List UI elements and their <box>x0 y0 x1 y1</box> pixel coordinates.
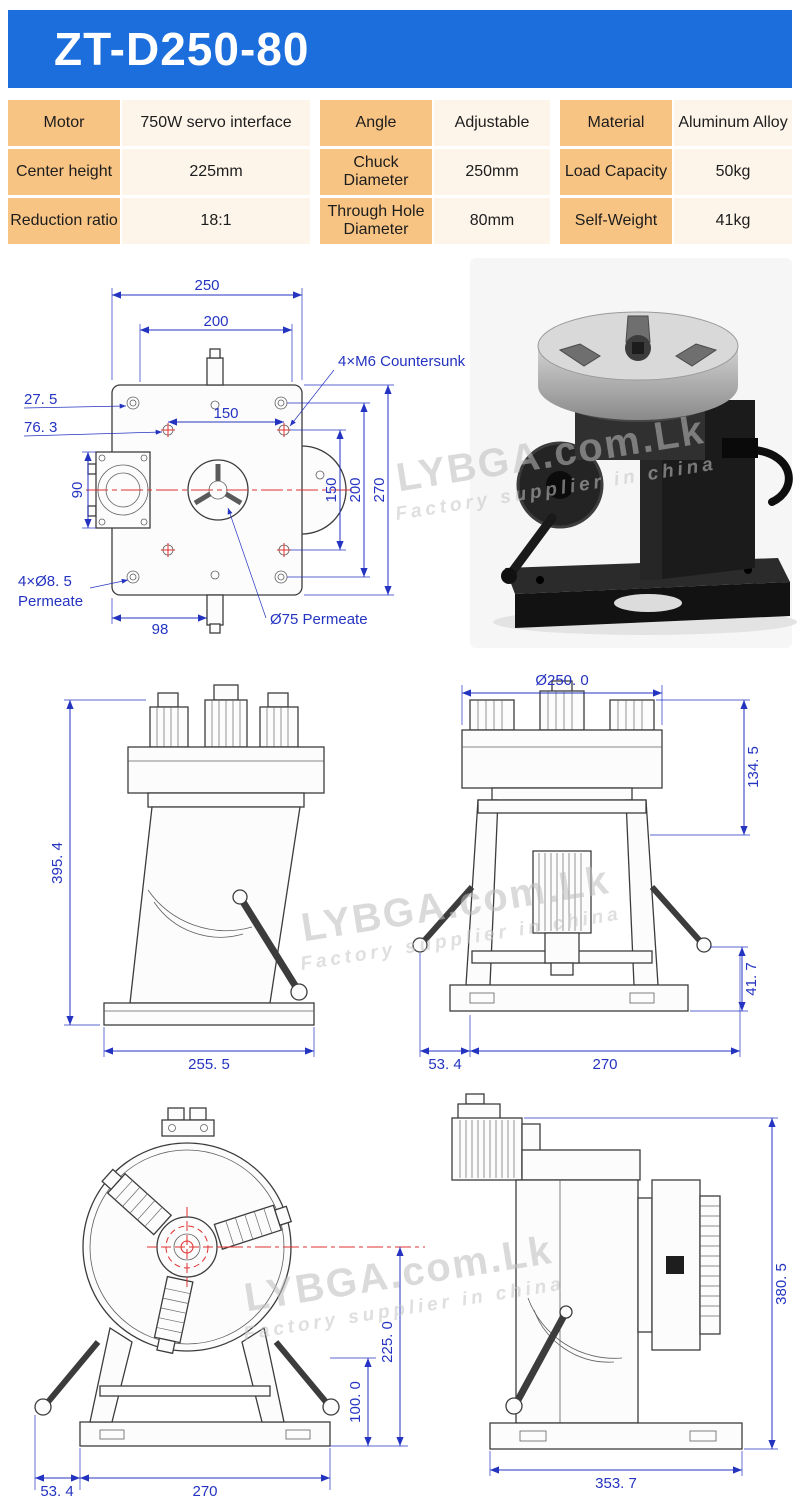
dim-edge-offset: 27. 5 <box>24 391 57 408</box>
spec-label: Motor <box>8 100 120 146</box>
spec-pair: Load Capacity 50kg <box>560 149 792 195</box>
dim-stem-offset: 98 <box>152 621 169 638</box>
spec-value: Adjustable <box>434 100 550 146</box>
dim-base-width: 270 <box>592 1056 617 1073</box>
faceplate-drawing-and-photo-panel: 250 200 27. 5 76. 3 150 90 98 150 200 27… <box>18 258 797 648</box>
front-view-drawing: Ø250. 0 134. 5 41. 7 53. 4 270 <box>412 672 762 1073</box>
spec-value: Aluminum Alloy <box>674 100 792 146</box>
spec-table: Motor 750W servo interface Angle Adjusta… <box>8 100 792 244</box>
spec-pair: Center height 225mm <box>8 149 310 195</box>
dim-width-outer: 250 <box>194 277 219 294</box>
dim-total-length: 353. 7 <box>595 1475 637 1492</box>
orthographic-views-panel: 395. 4 255. 5 Ø250. 0 134. <box>49 672 762 1073</box>
dimension-lines <box>23 288 394 624</box>
spec-pair: Angle Adjustable <box>320 100 550 146</box>
through-hole-spokes <box>193 464 243 506</box>
spec-value: 41kg <box>674 198 792 244</box>
chuck-jaws <box>558 315 718 367</box>
spec-row: Center height 225mm Chuck Diameter 250mm… <box>8 149 792 195</box>
dim-plate-height: 270 <box>371 477 388 502</box>
spec-label: Angle <box>320 100 432 146</box>
dim-hole-offset: 76. 3 <box>24 419 57 436</box>
dim-foot-offset: 53. 4 <box>40 1483 73 1500</box>
dim-total-height: 395. 4 <box>49 842 66 884</box>
dim-total-height: 380. 5 <box>773 1263 790 1305</box>
spec-label: Chuck Diameter <box>320 149 432 195</box>
spec-value: 50kg <box>674 149 792 195</box>
side-view-drawing: 395. 4 255. 5 <box>49 684 325 1073</box>
jaw <box>101 1168 173 1236</box>
jaw <box>213 1204 293 1250</box>
product-title: ZT-D250-80 <box>54 23 310 75</box>
spec-pair: Chuck Diameter 250mm <box>320 149 550 195</box>
jaw <box>153 1275 194 1355</box>
dim-flange-height: 90 <box>69 482 86 499</box>
callout-bolt-1: 4×Ø8. 5 <box>18 573 72 590</box>
spec-value: 250mm <box>434 149 550 195</box>
spec-label: Self-Weight <box>560 198 672 244</box>
dim-base-width: 270 <box>192 1483 217 1500</box>
spec-value: 750W servo interface <box>122 100 310 146</box>
faceplate-front-drawing: 250 200 27. 5 76. 3 150 90 98 150 200 27… <box>18 277 498 638</box>
dim-center-height: 225. 0 <box>379 1321 396 1363</box>
spec-pair: Self-Weight 41kg <box>560 198 792 244</box>
product-photo <box>470 258 797 648</box>
dim-body-width: 255. 5 <box>188 1056 230 1073</box>
rotated-views-panel: 53. 4 270 100. 0 225. 0 380. 5 <box>34 1093 790 1500</box>
side-view-with-motor: 380. 5 353. 7 <box>451 1093 790 1492</box>
dim-row-spacing-v: 200 <box>347 477 364 502</box>
callout-bolt-2: Permeate <box>18 593 83 610</box>
spec-label: Reduction ratio <box>8 198 120 244</box>
dim-hole-spacing-h: 150 <box>213 405 238 422</box>
dim-chuck-dia: Ø250. 0 <box>535 672 588 689</box>
dim-base-gap: 41. 7 <box>743 962 760 995</box>
spec-label: Material <box>560 100 672 146</box>
title-banner: ZT-D250-80 <box>8 10 792 88</box>
power-cable <box>751 446 793 506</box>
spec-row: Motor 750W servo interface Angle Adjusta… <box>8 100 792 146</box>
spec-label: Through Hole Diameter <box>320 198 432 244</box>
spec-pair: Reduction ratio 18:1 <box>8 198 310 244</box>
spec-pair: Material Aluminum Alloy <box>560 100 792 146</box>
spec-row: Reduction ratio 18:1 Through Hole Diamet… <box>8 198 792 244</box>
spec-label: Load Capacity <box>560 149 672 195</box>
faceplate-circular-view: 53. 4 270 100. 0 225. 0 <box>34 1107 425 1500</box>
spec-pair: Through Hole Diameter 80mm <box>320 198 550 244</box>
dim-pivot-height: 100. 0 <box>347 1381 364 1423</box>
callout-m6: 4×M6 Countersunk hole <box>338 353 498 370</box>
dim-foot-offset: 53. 4 <box>428 1056 461 1073</box>
spec-value: 225mm <box>122 149 310 195</box>
spec-value: 80mm <box>434 198 550 244</box>
spec-label: Center height <box>8 149 120 195</box>
dim-chuck-height: 134. 5 <box>745 746 762 788</box>
dim-width-inner: 200 <box>203 313 228 330</box>
spec-value: 18:1 <box>122 198 310 244</box>
spec-pair: Motor 750W servo interface <box>8 100 310 146</box>
callout-center-hole: Ø75 Permeate <box>270 611 368 628</box>
dim-hole-spacing-v: 150 <box>323 477 340 502</box>
